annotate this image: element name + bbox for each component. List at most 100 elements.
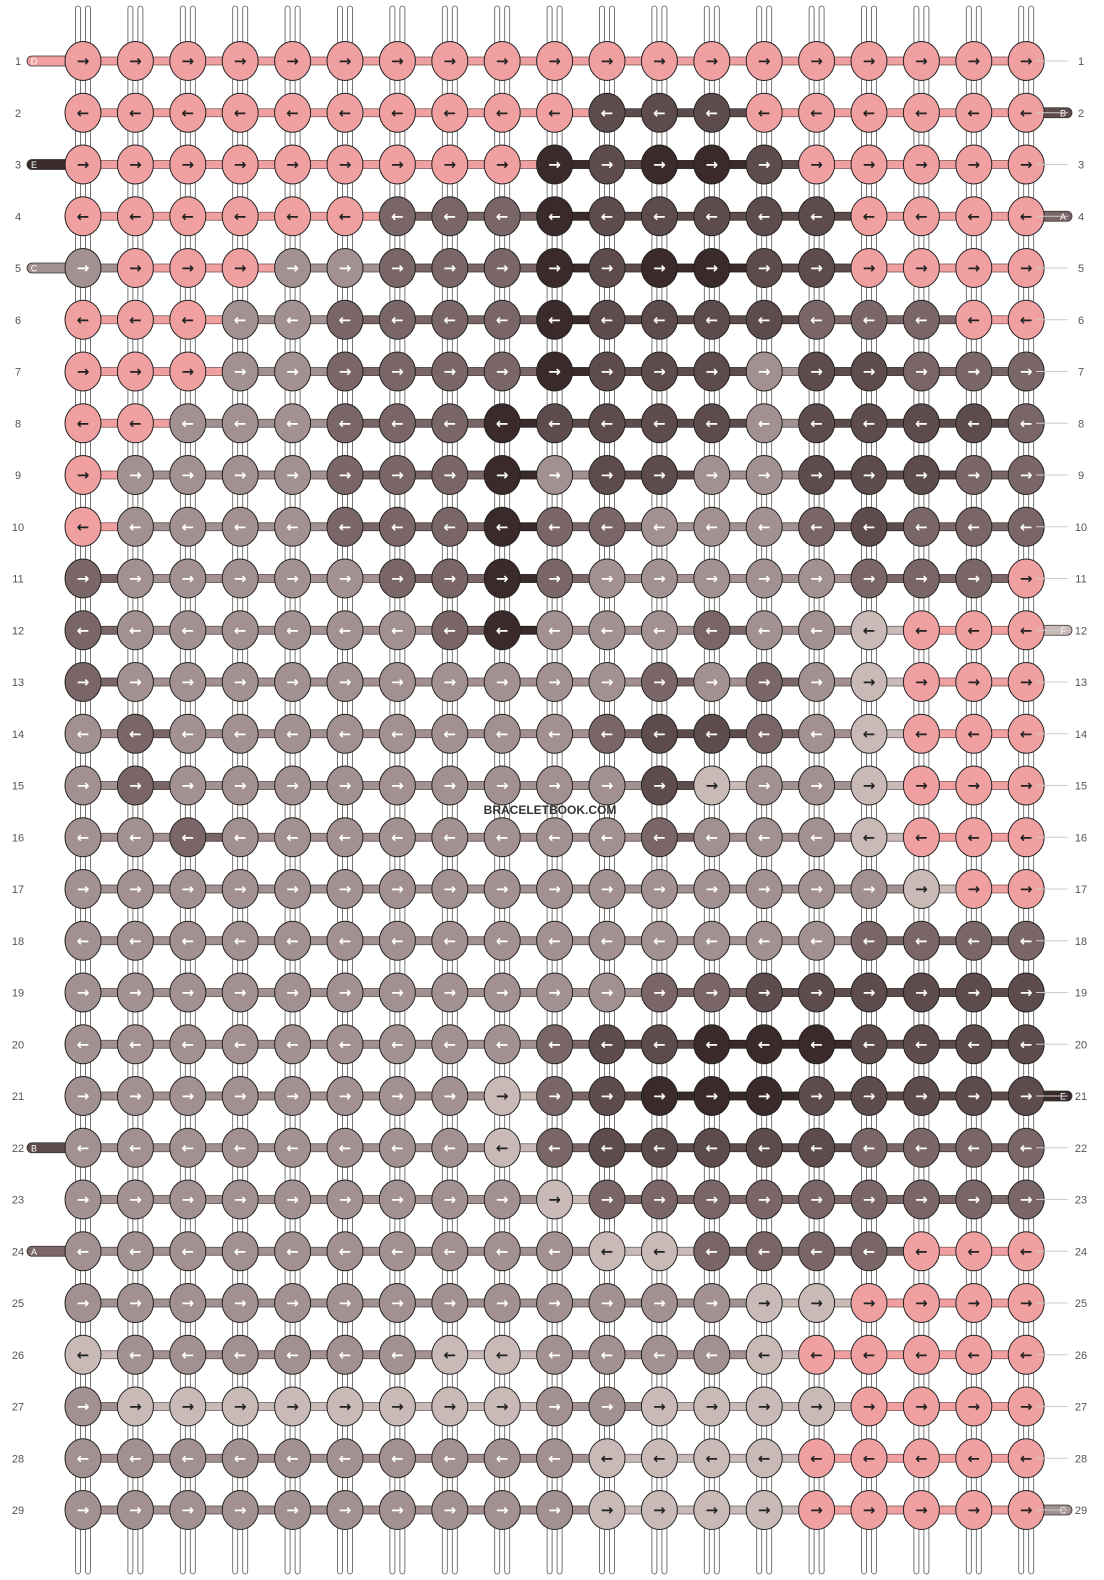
knot: ← [955,1024,993,1065]
knot: → [169,455,207,495]
arrow-left-icon: ← [1020,932,1033,950]
arrow-right-icon: → [968,1501,981,1519]
knot: → [483,558,521,599]
arrow-right-icon: → [444,570,457,588]
arrow-right-icon: → [968,363,981,381]
arrow-left-icon: ← [863,621,876,639]
row-number-right: 19 [1075,988,1087,1000]
knot: → [955,1283,993,1323]
arrow-right-icon: → [810,1398,823,1416]
knot-shape [536,455,574,495]
knot-shape [640,817,678,858]
knot: → [483,662,521,702]
row-number-right: 22 [1075,1143,1087,1155]
knot: → [745,1386,783,1427]
knot: → [64,869,102,909]
arrow-left-icon: ← [863,1242,876,1260]
arrow-right-icon: → [653,880,666,898]
arrow-right-icon: → [77,1191,90,1209]
knot-shape [116,869,154,909]
arrow-left-icon: ← [391,414,404,432]
knot: → [378,1490,416,1530]
knot: → [378,869,416,909]
arrow-left-icon: ← [444,1242,457,1260]
arrow-left-icon: ← [496,207,509,225]
knot-shape [902,713,940,754]
arrow-left-icon: ← [496,725,509,743]
knot: ← [955,1334,993,1375]
knot: → [850,1283,888,1323]
arrow-left-icon: ← [548,932,561,950]
arrow-left-icon: ← [863,414,876,432]
knot-shape [221,196,259,237]
knot-shape [431,765,469,806]
row-number-left: 9 [15,470,21,482]
row-number-left: 7 [15,367,21,379]
knot-shape [221,972,259,1013]
arrow-right-icon: → [234,363,247,381]
knot-shape [955,92,993,133]
knot-shape [588,403,626,444]
knot: → [483,144,521,185]
knot: → [64,558,102,599]
knot-grid: → → → → → → → → → → → → → → → → → → → ← ← ← ← ← ← ← ← ← ← ← ← ← ← ← ← ← ← ← → →… [64,41,1045,1530]
knot: → [378,144,416,185]
arrow-right-icon: → [968,52,981,70]
knot: → [169,41,207,81]
knot: → [326,41,364,81]
arrow-right-icon: → [444,880,457,898]
knot: ← [64,1024,102,1065]
knot: → [169,765,207,806]
arrow-right-icon: → [182,984,195,1002]
arrow-left-icon: ← [968,311,981,329]
knot: → [326,248,364,288]
arrow-right-icon: → [234,1398,247,1416]
knot: ← [431,1231,469,1272]
knot: → [745,558,783,599]
knot-shape [693,299,731,340]
knot-shape [955,920,993,961]
arrow-left-icon: ← [496,1035,509,1053]
arrow-left-icon: ← [548,1139,561,1157]
knot: → [326,1076,364,1116]
knot: → [693,1283,731,1323]
knot: → [378,1386,416,1427]
knot: → [431,144,469,185]
knot: ← [693,506,731,547]
knot: → [955,1076,993,1116]
knot: → [640,1386,678,1427]
arrow-left-icon: ← [810,414,823,432]
knot: ← [850,196,888,237]
arrow-right-icon: → [391,466,404,484]
arrow-right-icon: → [129,1087,142,1105]
knot: → [798,1076,836,1116]
knot-shape [169,920,207,961]
knot-shape [169,299,207,340]
knot: ← [483,1231,521,1272]
knot: → [326,1179,364,1220]
arrow-right-icon: → [286,259,299,277]
knot-shape [274,144,312,185]
knot: ← [169,196,207,237]
knot: ← [483,196,521,237]
arrow-left-icon: ← [758,104,771,122]
arrow-right-icon: → [339,570,352,588]
knot-shape [116,455,154,495]
arrow-left-icon: ← [444,311,457,329]
knot: → [116,1179,154,1220]
arrow-left-icon: ← [601,104,614,122]
knot: → [64,351,102,392]
arrow-right-icon: → [1020,363,1033,381]
arrow-right-icon: → [339,984,352,1002]
knot-shape [588,41,626,81]
knot: ← [798,1334,836,1375]
knot: → [693,1490,731,1530]
knot: → [483,1076,521,1116]
knot: → [798,972,836,1013]
arrow-left-icon: ← [391,518,404,536]
knot: → [64,1179,102,1220]
knot: ← [64,713,102,754]
arrow-right-icon: → [444,673,457,691]
knot-shape [483,351,521,392]
